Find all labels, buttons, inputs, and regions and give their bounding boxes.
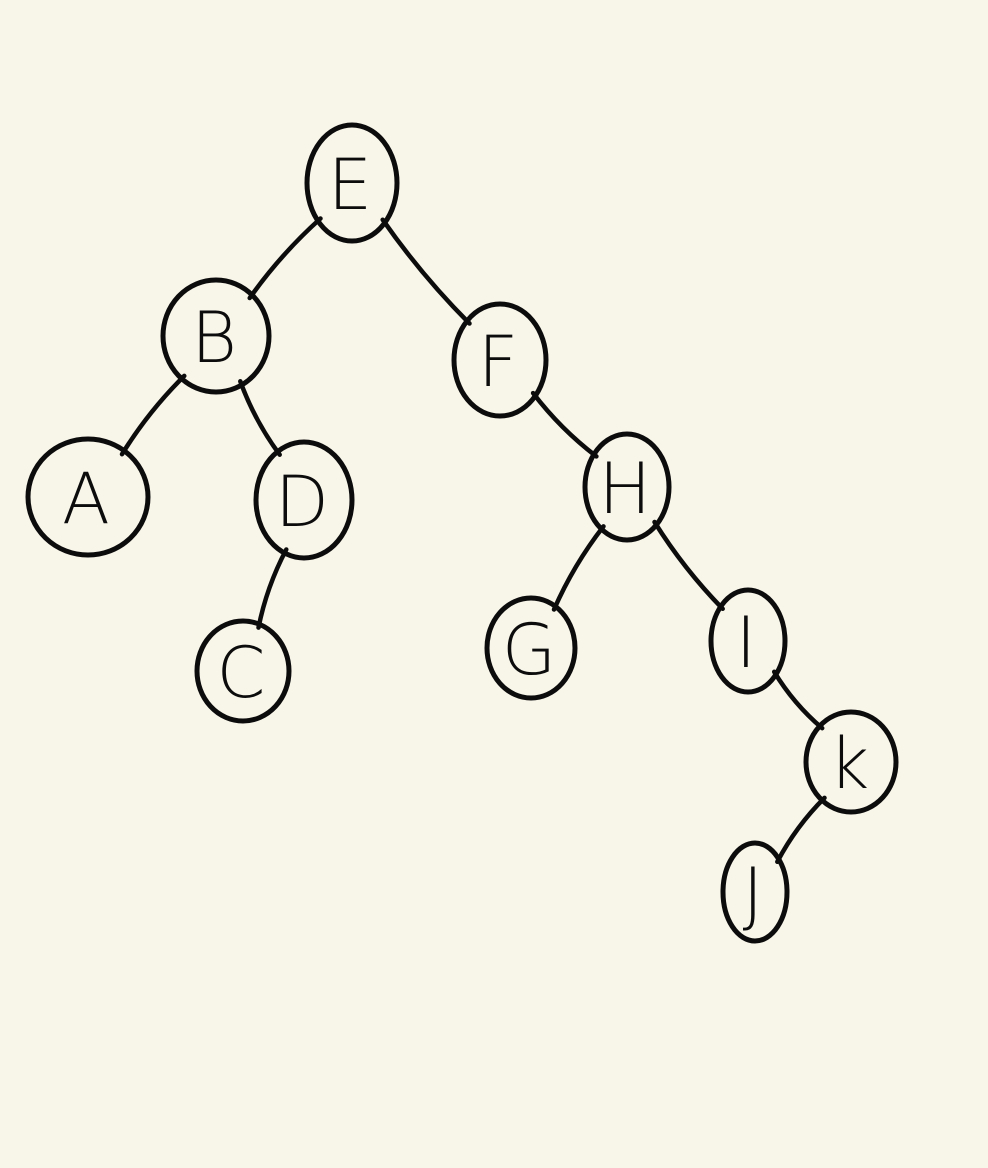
node-f-circle [451,301,549,419]
node-h-circle [582,431,672,543]
node-k-circle [803,709,899,815]
node-e: E [304,122,400,244]
node-b: B [160,277,272,395]
node-d-circle [253,439,355,561]
node-j-label: J [743,853,764,935]
node-f: F [451,301,549,419]
node-c-circle [194,618,292,724]
node-a-circle [25,436,151,558]
edge-h-i [652,519,725,612]
edge-k-j [775,795,827,865]
edge-i-k [771,669,825,731]
node-e-label: E [328,144,372,226]
node-f-label: F [478,321,518,403]
node-i: I [708,587,788,695]
node-b-label: B [191,297,237,379]
node-k: k [803,709,899,815]
node-b-circle [160,277,272,395]
node-a-label: A [62,458,110,540]
node-i-circle [708,587,788,695]
edge-b-d [238,379,282,457]
node-g: G [484,595,578,701]
node-k-label: k [829,723,870,805]
node-c: C [194,618,292,724]
node-c-label: C [217,632,266,714]
edge-d-c [256,547,289,630]
tree-edges [119,216,827,865]
tree-nodes: E B F A D C HG IkJ [25,122,899,944]
edge-e-f [380,217,472,326]
node-j-circle [720,840,790,944]
node-g-circle [484,595,578,701]
node-g-label: G [502,609,556,691]
node-a: A [25,436,151,558]
node-h: H [582,431,672,543]
edge-f-h [530,390,599,459]
edge-h-g [551,524,606,612]
edge-e-b [247,216,323,301]
edge-b-a [119,373,187,457]
node-e-circle [304,122,400,244]
node-j: J [720,840,790,944]
node-i-label: I [736,602,757,684]
node-d-label: D [275,461,329,543]
node-h-label: H [599,448,652,530]
node-d: D [253,439,355,561]
